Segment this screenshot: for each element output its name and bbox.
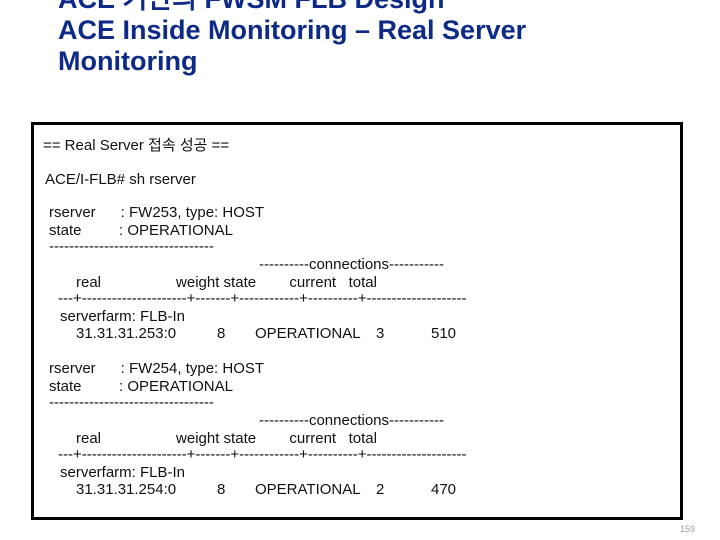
- state-value: OPERATIONAL: [255, 481, 361, 498]
- console-output-box: == Real Server 접속 성공 == ACE/I-FLB# sh rs…: [31, 122, 683, 520]
- weight-value: 8: [217, 325, 226, 342]
- slide-title-line-3: Monitoring: [58, 46, 198, 76]
- current-value: 2: [376, 481, 385, 498]
- total-value: 510: [431, 325, 457, 342]
- current-value: 3: [376, 325, 385, 342]
- real-address: 31.31.31.253:0: [76, 325, 177, 342]
- slide-title-line-1: ACE 기반의 FWSM FLB Design: [58, 0, 698, 15]
- separator-line: ---+---------------------+-------+------…: [58, 290, 467, 307]
- slide-title: ACE 기반의 FWSM FLB Design ACE Inside Monit…: [58, 0, 698, 77]
- state-line: state : OPERATIONAL: [49, 222, 233, 239]
- weight-value: 8: [217, 481, 226, 498]
- real-address: 31.31.31.254:0: [76, 481, 177, 498]
- console-header: == Real Server 접속 성공 ==: [43, 137, 230, 154]
- dash-line: ---------------------------------: [49, 394, 214, 411]
- rserver-line: rserver : FW253, type: HOST: [49, 204, 265, 221]
- page-number: 159: [680, 524, 696, 534]
- dash-line: ---------------------------------: [49, 238, 214, 255]
- connections-header: ----------connections-----------: [259, 412, 444, 429]
- separator-line: ---+---------------------+-------+------…: [58, 446, 467, 463]
- serverfarm-label: serverfarm: FLB-In: [60, 308, 186, 325]
- state-value: OPERATIONAL: [255, 325, 361, 342]
- connections-header: ----------connections-----------: [259, 256, 444, 273]
- rserver-line: rserver : FW254, type: HOST: [49, 360, 265, 377]
- state-line: state : OPERATIONAL: [49, 378, 233, 395]
- column-header: real weight state current total: [76, 274, 377, 291]
- serverfarm-label: serverfarm: FLB-In: [60, 464, 186, 481]
- total-value: 470: [431, 481, 457, 498]
- console-command: ACE/I-FLB# sh rserver: [45, 171, 196, 188]
- column-header: real weight state current total: [76, 430, 377, 447]
- slide-title-line-2: ACE Inside Monitoring – Real Server: [58, 15, 527, 45]
